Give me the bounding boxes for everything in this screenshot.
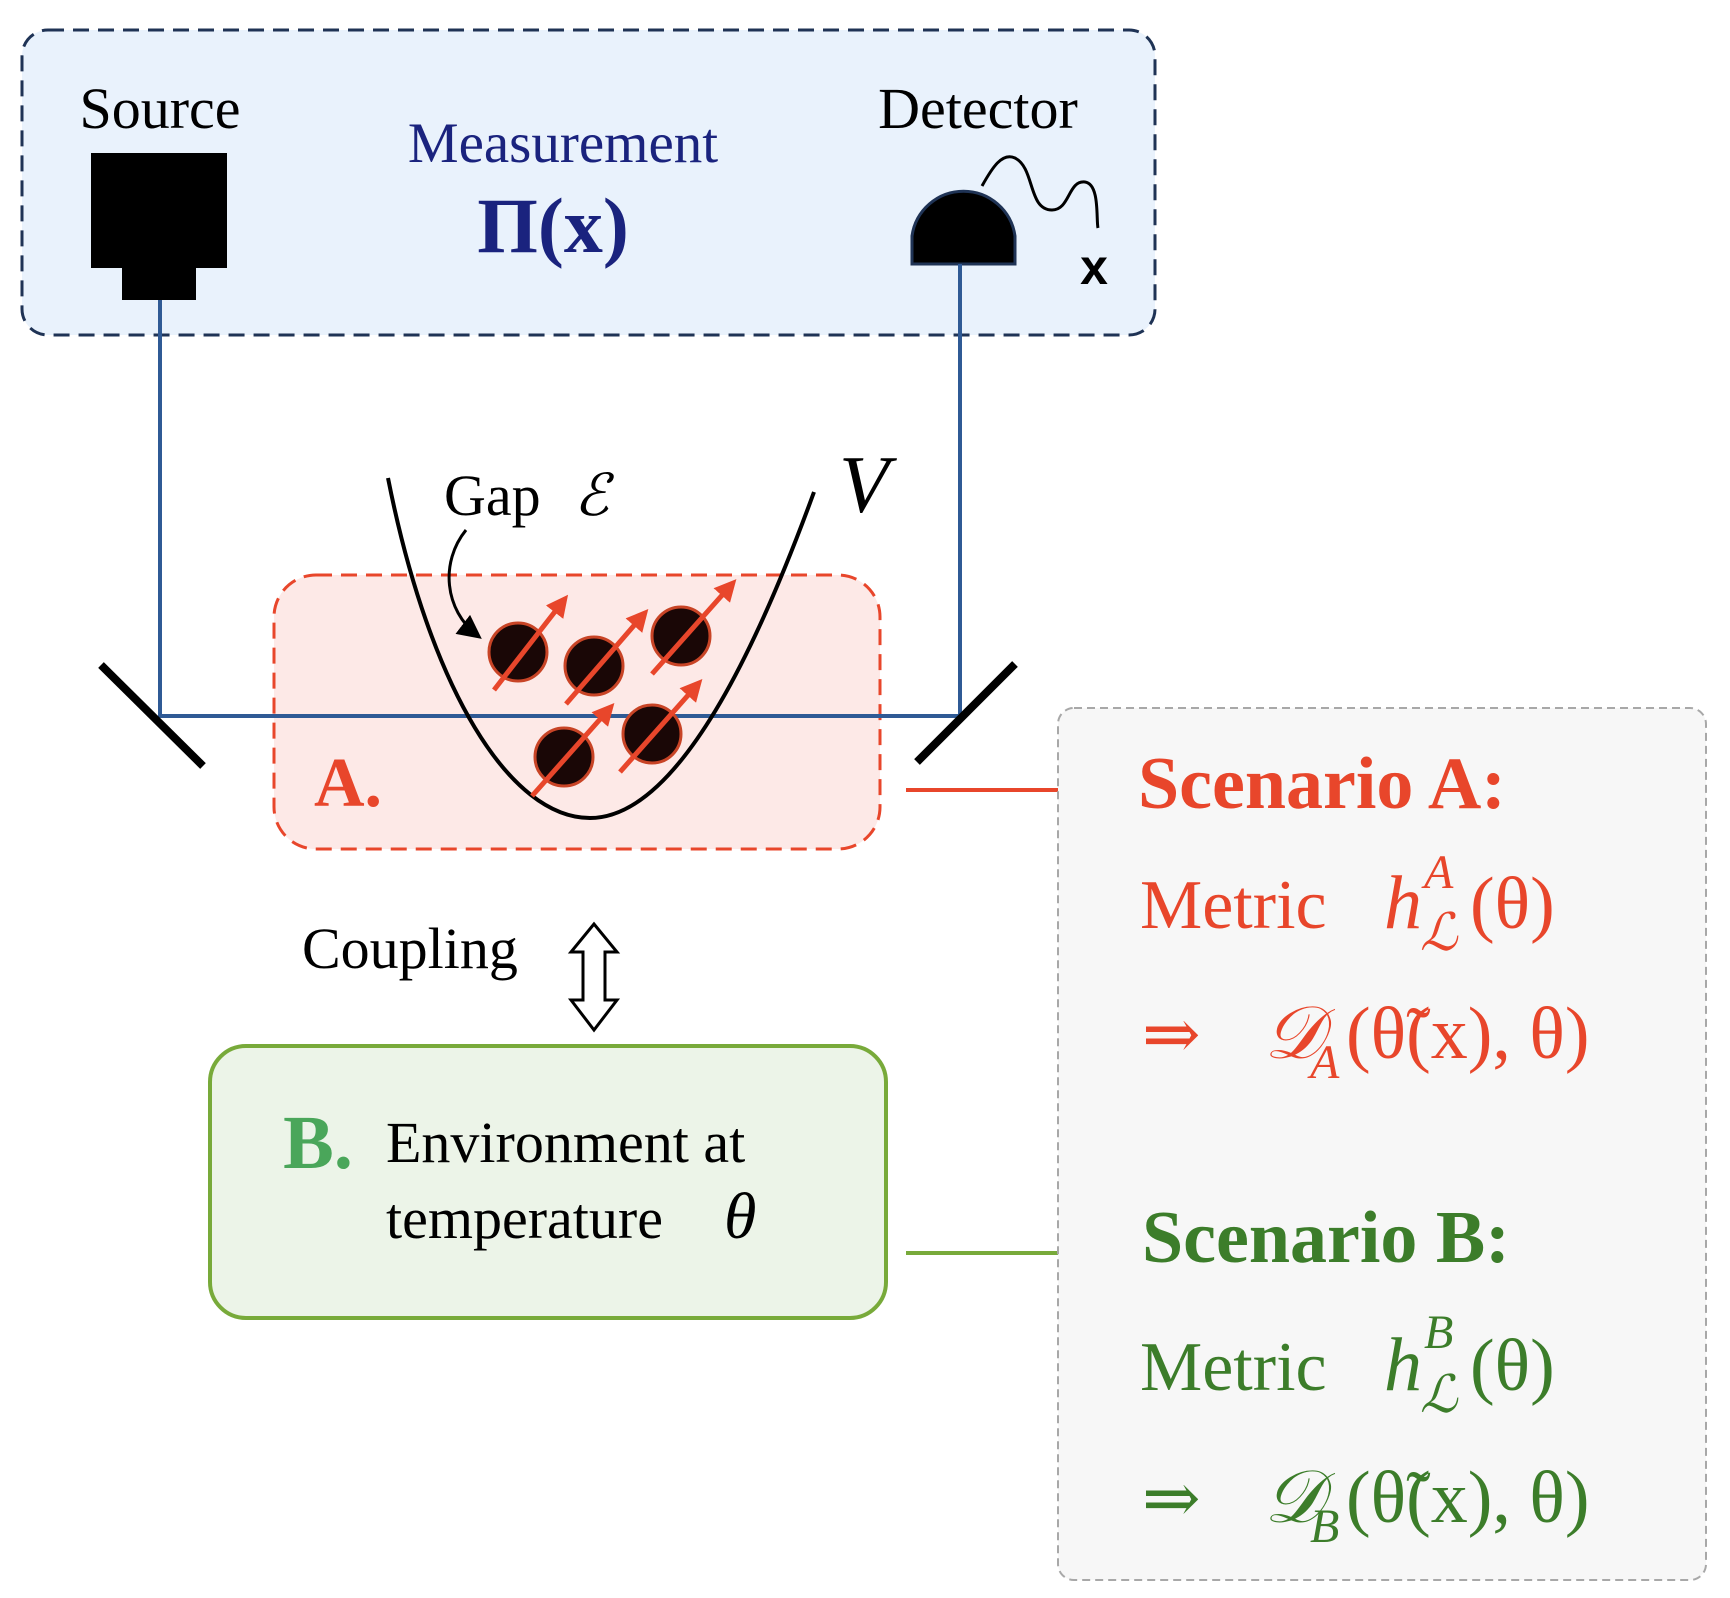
gap-label: Gap <box>444 463 541 528</box>
svg-text:B: B <box>1424 1306 1453 1359</box>
mirror-left <box>98 662 206 769</box>
particle <box>487 594 569 692</box>
particle <box>530 703 615 798</box>
measurement-title: Measurement <box>408 112 718 175</box>
svg-text:(θ̃(x), θ): (θ̃(x), θ) <box>1346 993 1589 1075</box>
environment-line-1: Environment at <box>386 1110 745 1175</box>
beam-path <box>158 264 962 716</box>
svg-text:Metric: Metric <box>1140 867 1327 944</box>
svg-text:⇒: ⇒ <box>1142 997 1201 1074</box>
detector-icon <box>910 189 1017 266</box>
environment-box-b <box>208 1044 888 1320</box>
gap-symbol: ℰ <box>574 463 615 528</box>
mirror-right <box>914 661 1018 765</box>
svg-text:B: B <box>1310 1500 1339 1553</box>
coupling-arrow-icon <box>567 921 621 1033</box>
system-a-label: A. <box>314 745 382 822</box>
measurement-box <box>20 28 1157 337</box>
scenario-panel <box>1057 707 1707 1581</box>
svg-text:h: h <box>1384 1323 1422 1407</box>
svg-text:h: h <box>1384 861 1422 945</box>
detector-signal-icon <box>980 155 1100 229</box>
coupling-label: Coupling <box>302 916 518 981</box>
environment-b-label: B. <box>283 1101 353 1185</box>
scenario-b-title: Scenario B: <box>1142 1197 1510 1279</box>
detector-label: Detector <box>878 76 1078 141</box>
particle <box>618 679 703 774</box>
source-label: Source <box>79 76 240 141</box>
source-icon <box>91 153 227 300</box>
particle <box>650 579 737 676</box>
svg-text:⇒: ⇒ <box>1142 1461 1201 1538</box>
svg-text:ℒ: ℒ <box>1420 905 1459 962</box>
scenario-a-divergence: ⇒ 𝒟 A (θ̃(x), θ) <box>1142 993 1589 1089</box>
scenario-b-metric: Metric h B ℒ (θ) <box>1140 1306 1555 1424</box>
environment-line-2: temperature <box>386 1186 663 1251</box>
svg-text:A: A <box>1421 846 1454 899</box>
svg-text:ℒ: ℒ <box>1420 1367 1459 1424</box>
svg-text:(θ̃(x), θ): (θ̃(x), θ) <box>1346 1457 1589 1539</box>
measurement-operator: Π(x) <box>477 182 629 269</box>
svg-text:A: A <box>1307 1036 1340 1089</box>
scenario-a-title: Scenario A: <box>1138 743 1506 825</box>
system-box-a <box>272 573 882 851</box>
scenario-a-metric: Metric h A ℒ (θ) <box>1140 846 1555 962</box>
svg-text:(θ): (θ) <box>1470 863 1555 945</box>
particle-group <box>487 579 737 798</box>
potential-label: V <box>839 439 897 530</box>
potential-well <box>386 477 816 821</box>
svg-text:(θ): (θ) <box>1470 1325 1555 1407</box>
environment-temperature-symbol: θ <box>724 1180 756 1253</box>
particle <box>563 609 649 706</box>
gap-pointer-arrow <box>447 529 482 639</box>
detector-outcome: x <box>1080 239 1108 295</box>
svg-text:Metric: Metric <box>1140 1329 1327 1406</box>
